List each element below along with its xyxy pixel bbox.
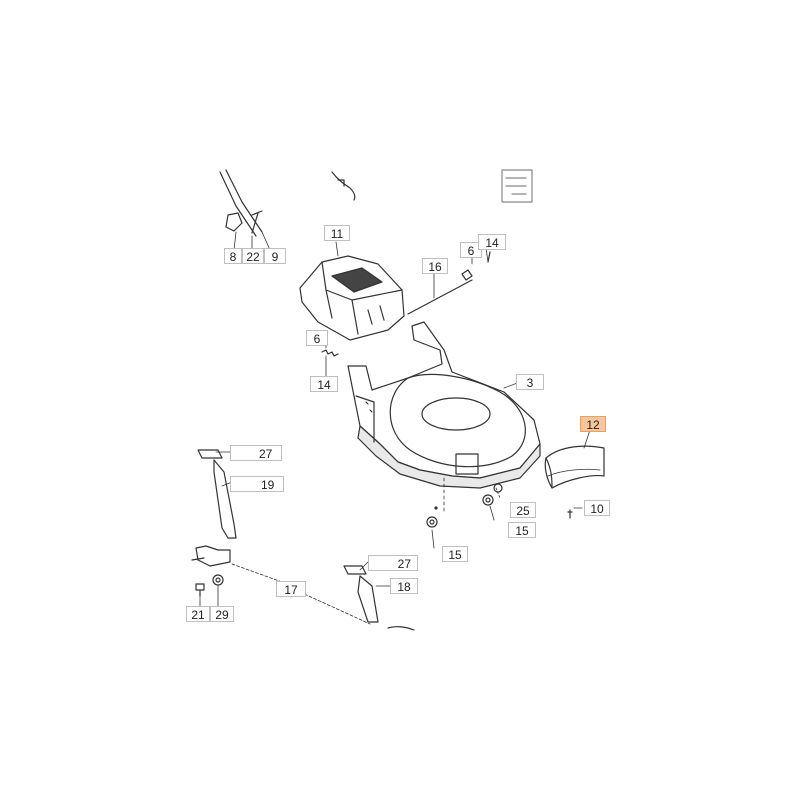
label-part-6b: 6 bbox=[306, 330, 328, 346]
label-part-6: 6 bbox=[460, 242, 482, 258]
label-part-10: 10 bbox=[584, 500, 610, 516]
washer-part-15 bbox=[426, 494, 494, 528]
cable-part bbox=[331, 171, 356, 201]
label-part-15b: 15 bbox=[442, 546, 468, 562]
rear-cover-part-11 bbox=[299, 255, 405, 341]
label-part-27b: 27 bbox=[368, 555, 418, 571]
label-part-3: 3 bbox=[516, 374, 544, 390]
label-part-21: 21 bbox=[186, 606, 210, 622]
label-part-16: 16 bbox=[422, 258, 448, 274]
flap-part-12 bbox=[544, 445, 605, 489]
screw-part-10 bbox=[567, 509, 573, 519]
nut-part-25 bbox=[493, 483, 503, 493]
label-part-14b: 14 bbox=[310, 376, 338, 392]
label-part-15: 15 bbox=[508, 522, 536, 538]
label-part-9: 9 bbox=[264, 248, 286, 264]
label-part-17: 17 bbox=[276, 581, 306, 597]
label-part-19: 19 bbox=[230, 476, 284, 492]
bolt-part-21 bbox=[195, 583, 205, 597]
height-lever-part-19 bbox=[191, 449, 237, 567]
label-part-27: 27 bbox=[230, 445, 282, 461]
thumbnail-icon bbox=[501, 169, 533, 203]
label-part-8: 8 bbox=[224, 248, 242, 264]
washer-part-29 bbox=[212, 574, 224, 586]
rod-part-16 bbox=[407, 251, 491, 315]
label-part-14: 14 bbox=[478, 234, 506, 250]
label-part-18: 18 bbox=[390, 578, 418, 594]
label-part-22: 22 bbox=[242, 248, 264, 264]
mower-deck-part-3 bbox=[347, 321, 541, 489]
label-part-11: 11 bbox=[324, 225, 350, 241]
label-part-29: 29 bbox=[210, 606, 234, 622]
height-lever-part-18 bbox=[343, 565, 415, 631]
label-part-25: 25 bbox=[510, 502, 536, 518]
label-part-12-highlighted: 12 bbox=[580, 416, 606, 432]
handle-bar-part bbox=[219, 169, 263, 237]
